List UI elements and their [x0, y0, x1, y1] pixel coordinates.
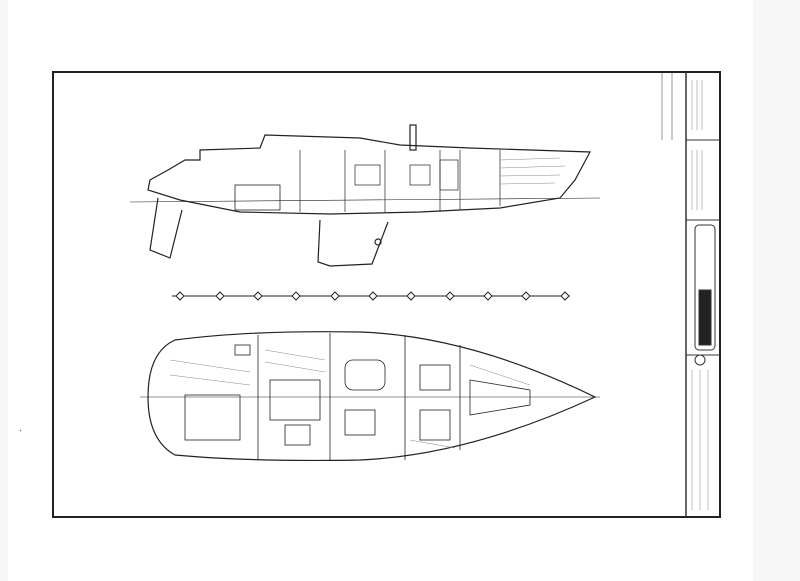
title-block: [661, 72, 720, 517]
logo-block: [698, 289, 712, 346]
mast-stub: [409, 124, 417, 151]
hull-plan: [147, 331, 597, 462]
scale-bar: [172, 291, 570, 301]
paper-sheet: [8, 0, 753, 581]
drawing-border: [52, 71, 721, 518]
accommodation-plan-view: [140, 331, 600, 462]
hull-profile: [147, 134, 591, 215]
profile-view: [129, 124, 601, 267]
keel: [317, 219, 389, 267]
scan-speck: [19, 429, 22, 432]
rudder: [149, 197, 183, 259]
